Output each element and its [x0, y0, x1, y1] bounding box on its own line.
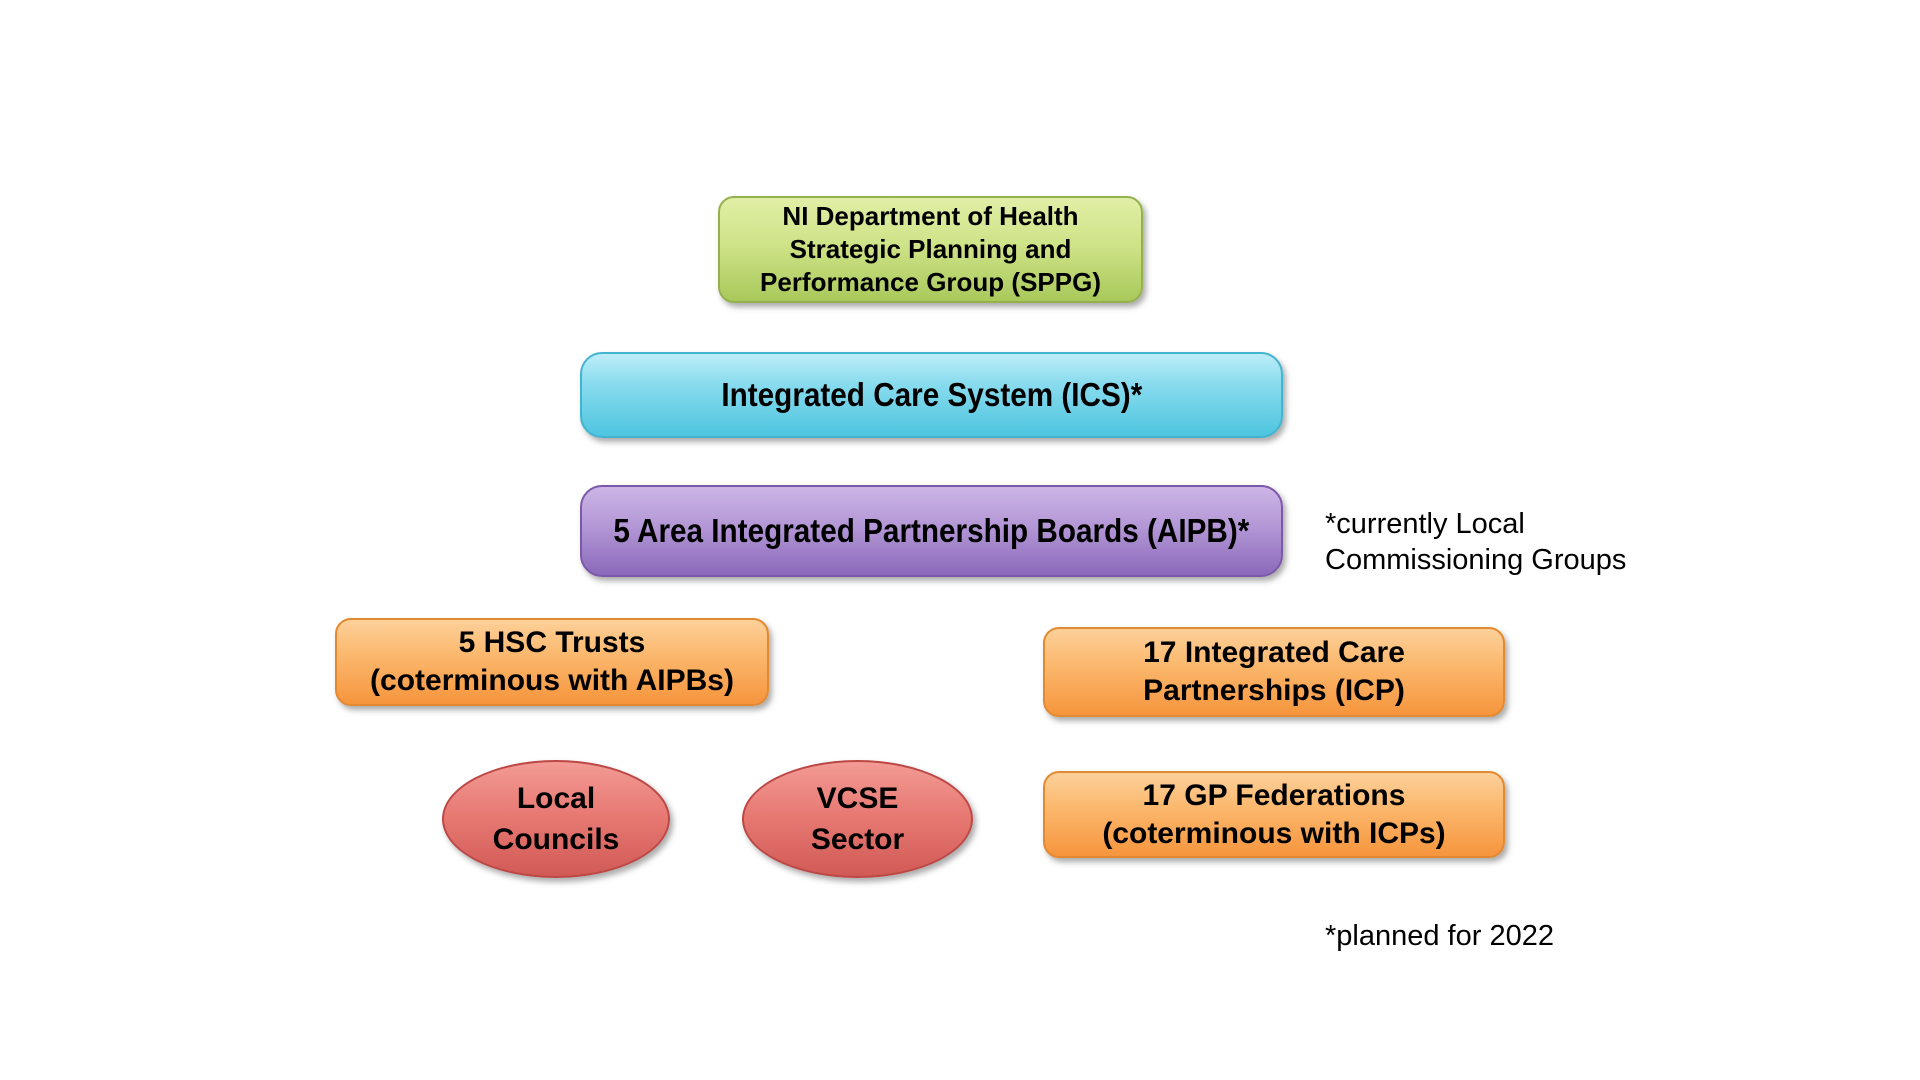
node-vcse: VCSE Sector [742, 760, 973, 878]
node-local-councils: Local Councils [442, 760, 670, 878]
node-icp-line1: 17 Integrated Care [1143, 636, 1405, 669]
note-planned-2022: *planned for 2022 [1325, 920, 1554, 952]
node-hsc-trusts: 5 HSC Trusts (coterminous with AIPBs) [335, 618, 769, 706]
node-sppg-line1: NI Department of Health [782, 201, 1079, 231]
node-vcse-line2: Sector [810, 823, 905, 856]
node-gp-federations-line1: 17 GP Federations [1142, 778, 1406, 812]
node-local-councils-line2: Councils [492, 823, 620, 856]
node-hsc-trusts-line1: 5 HSC Trusts [458, 626, 646, 659]
node-ics: Integrated Care System (ICS)* [580, 352, 1283, 438]
node-hsc-trusts-line2: (coterminous with AIPBs) [370, 664, 734, 697]
node-icp: 17 Integrated Care Partnerships (ICP) [1043, 627, 1505, 717]
node-aipb-label: 5 Area Integrated Partnership Boards (AI… [613, 512, 1250, 549]
node-gp-federations: 17 GP Federations (coterminous with ICPs… [1043, 771, 1505, 858]
node-sppg-line3: Performance Group (SPPG) [760, 267, 1101, 297]
node-local-councils-line1: Local [516, 782, 596, 815]
note-currently-lcg: *currently Local Commissioning Groups [1325, 506, 1635, 578]
node-ics-label: Integrated Care System (ICS)* [721, 376, 1142, 413]
note-currently-lcg-line2: Commissioning Groups [1325, 544, 1627, 576]
node-icp-line2: Partnerships (ICP) [1143, 674, 1405, 707]
node-sppg-line2: Strategic Planning and [789, 234, 1072, 264]
note-currently-lcg-line1: *currently Local [1325, 508, 1525, 540]
node-vcse-line1: VCSE [816, 782, 899, 815]
node-aipb: 5 Area Integrated Partnership Boards (AI… [580, 485, 1283, 577]
node-gp-federations-line2: (coterminous with ICPs) [1102, 816, 1446, 850]
node-sppg: NI Department of Health Strategic Planni… [718, 196, 1143, 303]
